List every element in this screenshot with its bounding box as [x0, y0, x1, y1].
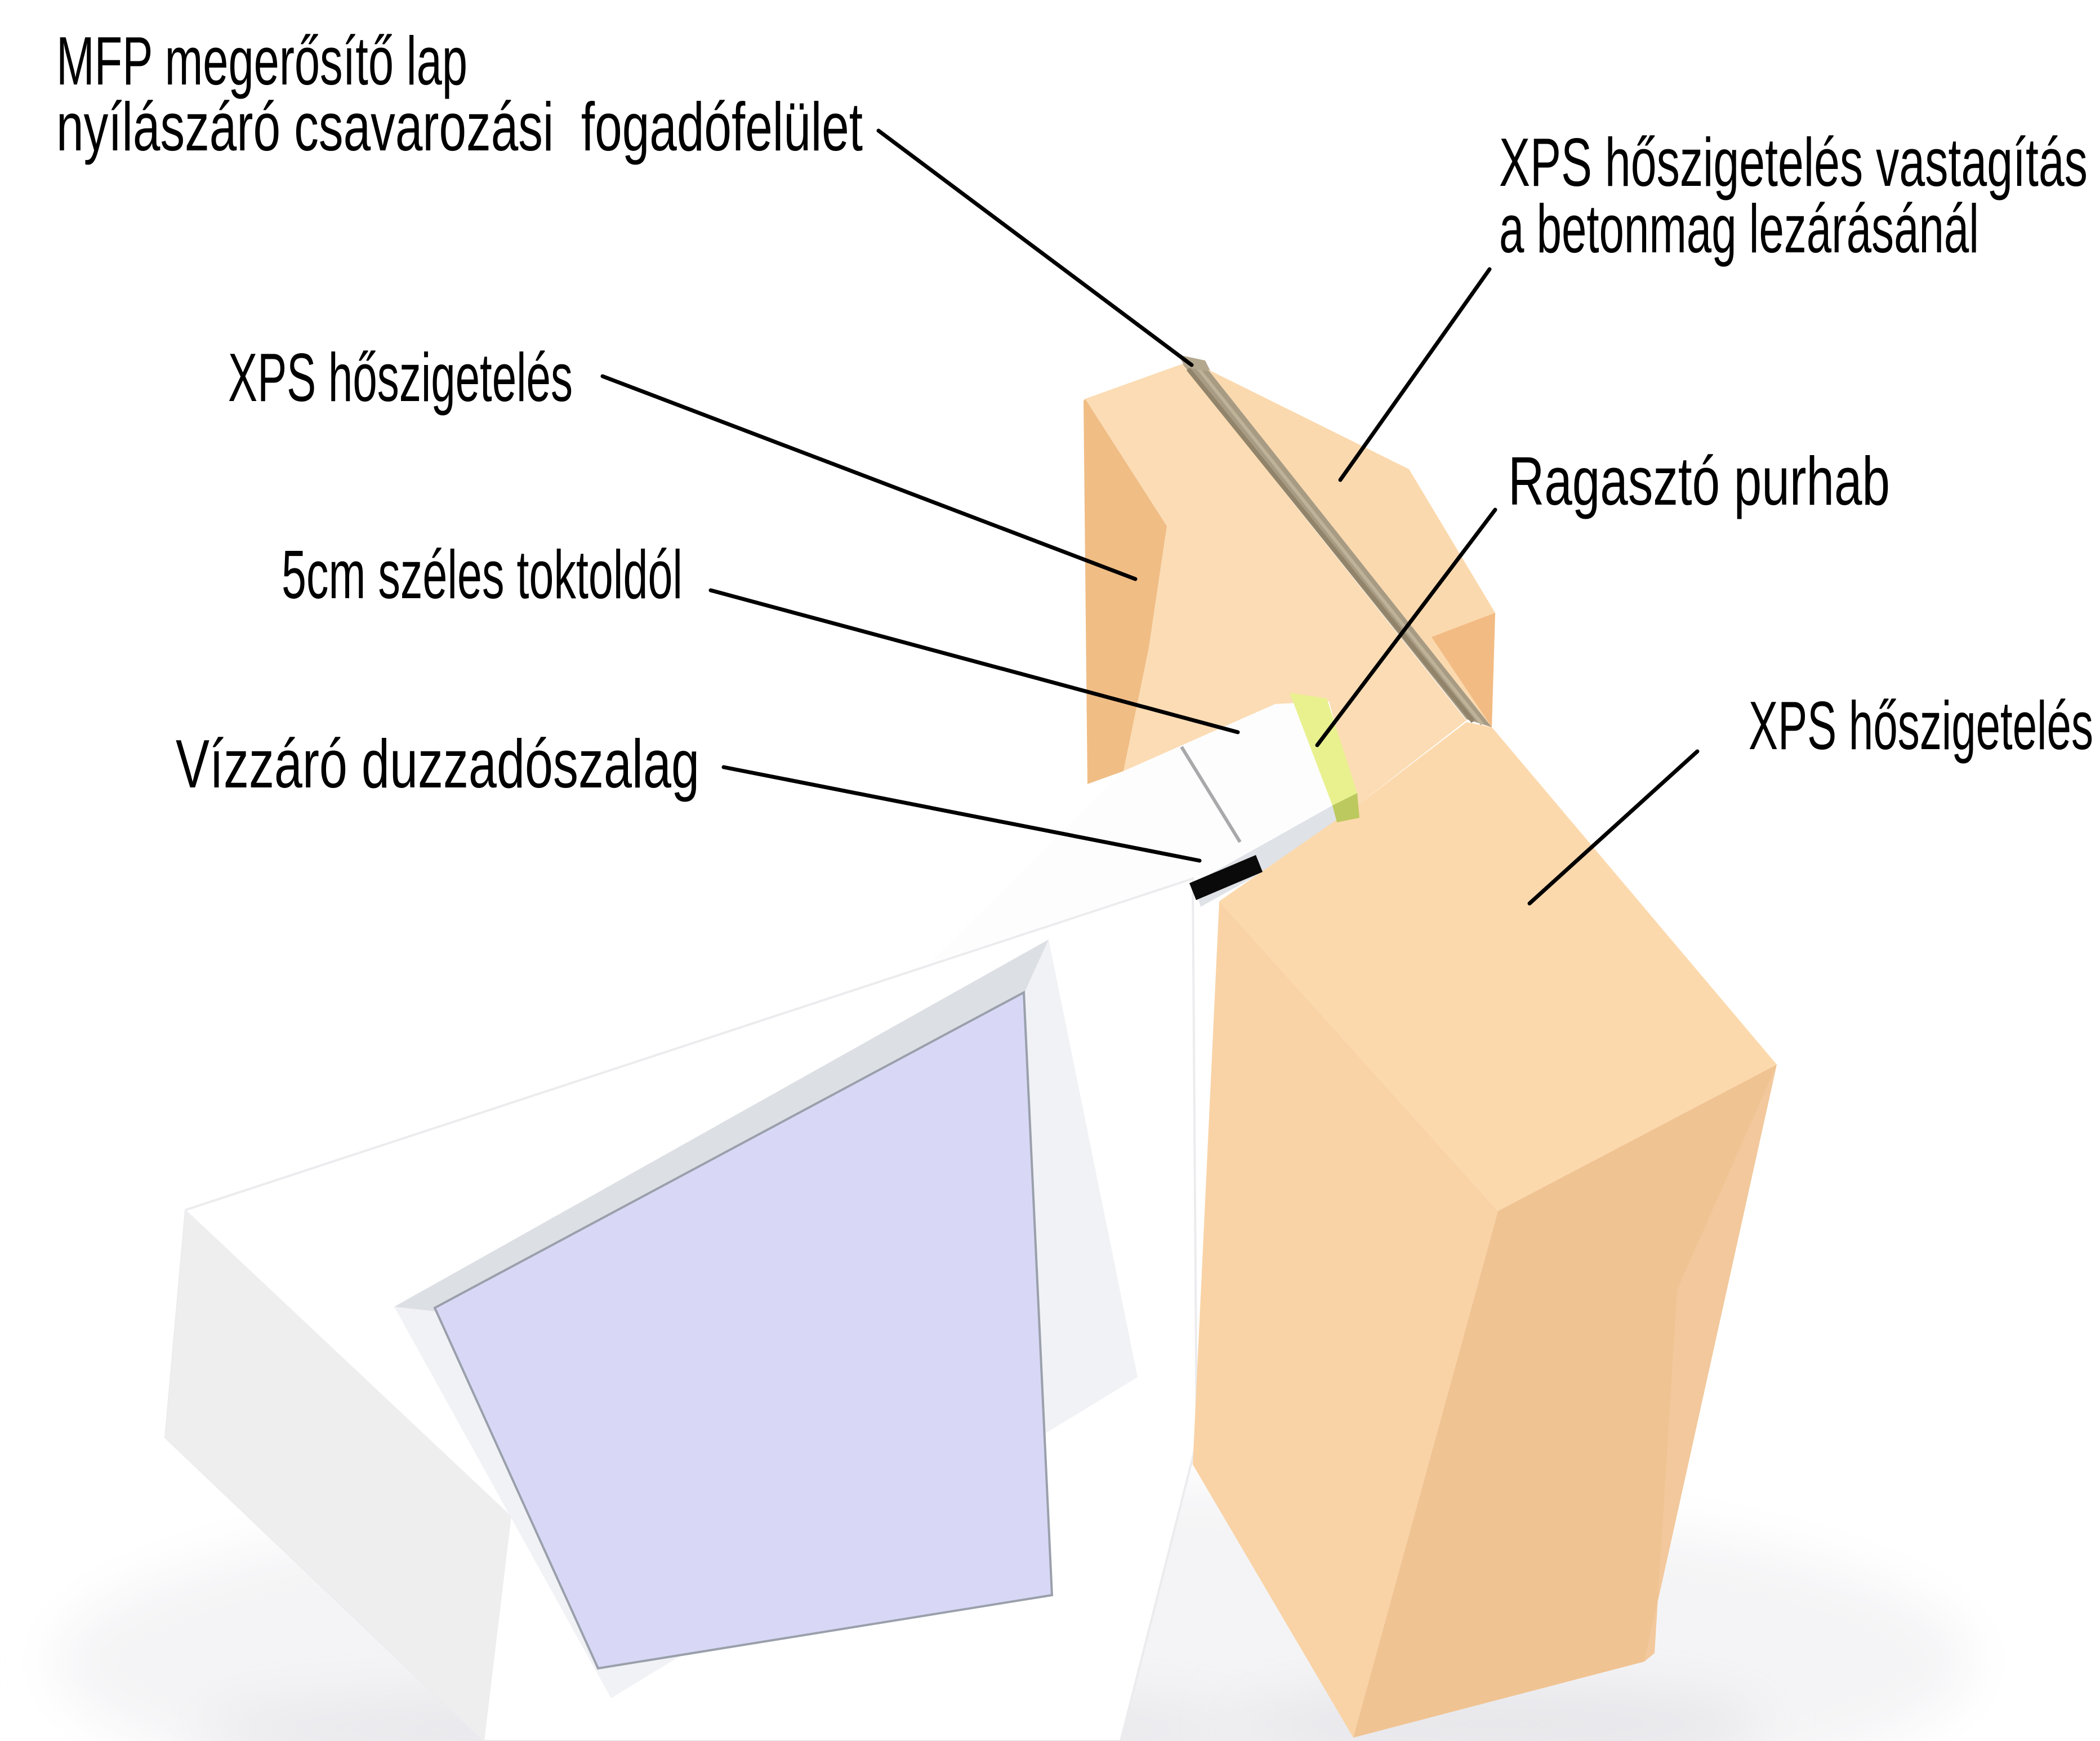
- mfp-grain-streak-dark: [1186, 367, 1475, 723]
- leader-vizzaro: [721, 765, 1202, 863]
- label-vizzaro: Vízzáró duzzadószalag: [176, 725, 699, 802]
- leader-xps-right: [1527, 749, 1700, 906]
- leader-lines: [600, 128, 1700, 906]
- label-toktoldo: 5cm széles toktoldól: [282, 536, 683, 613]
- xps-thickening-slab-end-face: [1432, 613, 1495, 727]
- wall-assembly: [1084, 355, 1495, 805]
- leader-xps-left: [600, 374, 1138, 581]
- label-mfp-line1: MFP megerősítő lap: [56, 23, 467, 99]
- adhesive-foam-end-face: [1332, 793, 1359, 822]
- label-xps-vastagitas-line2: a betonmag lezárásánál: [1499, 190, 1979, 267]
- xps-block-front-face: [1353, 1065, 1777, 1738]
- xps-thickening-slab-face: [1208, 369, 1495, 727]
- adhesive-foam-strip: [1290, 693, 1357, 805]
- label-xps-right: XPS hőszigetelés: [1749, 687, 2093, 764]
- leader-toktoldo: [708, 588, 1240, 734]
- xps-block: [1193, 722, 1777, 1738]
- xps-block-left-face: [1193, 901, 1498, 1738]
- leader-xps-vastagitas: [1338, 267, 1492, 482]
- junction-details: [1189, 693, 1359, 900]
- seal-tape-strip: [1189, 855, 1263, 900]
- label-ragaszto: Ragasztó purhab: [1508, 443, 1890, 519]
- label-xps-left: XPS hőszigetelés: [228, 339, 573, 416]
- label-xps-vastagitas-line1: XPS hőszigetelés vastagítás: [1499, 124, 2088, 201]
- window-glass: [433, 990, 1054, 1670]
- label-mfp-line2: nyílászáró csavarozási fogadófelület: [56, 88, 863, 165]
- labels: MFP megerősítő lap nyílászáró csavarozás…: [56, 23, 2093, 802]
- toktoldo-seam-line: [1180, 746, 1242, 843]
- reveal-bevel: [394, 939, 1049, 1311]
- xps-left-slab-end-face: [1084, 399, 1167, 784]
- xps-block-right-face: [1644, 1065, 1777, 1662]
- xps-left-slab-face: [1085, 364, 1466, 805]
- xps-block-top-face: [1219, 722, 1777, 1211]
- leader-mfp: [876, 128, 1194, 367]
- frame-side-face: [166, 1210, 511, 1741]
- leader-ragaszto: [1315, 507, 1497, 747]
- mfp-grain-streak-light: [1196, 366, 1484, 725]
